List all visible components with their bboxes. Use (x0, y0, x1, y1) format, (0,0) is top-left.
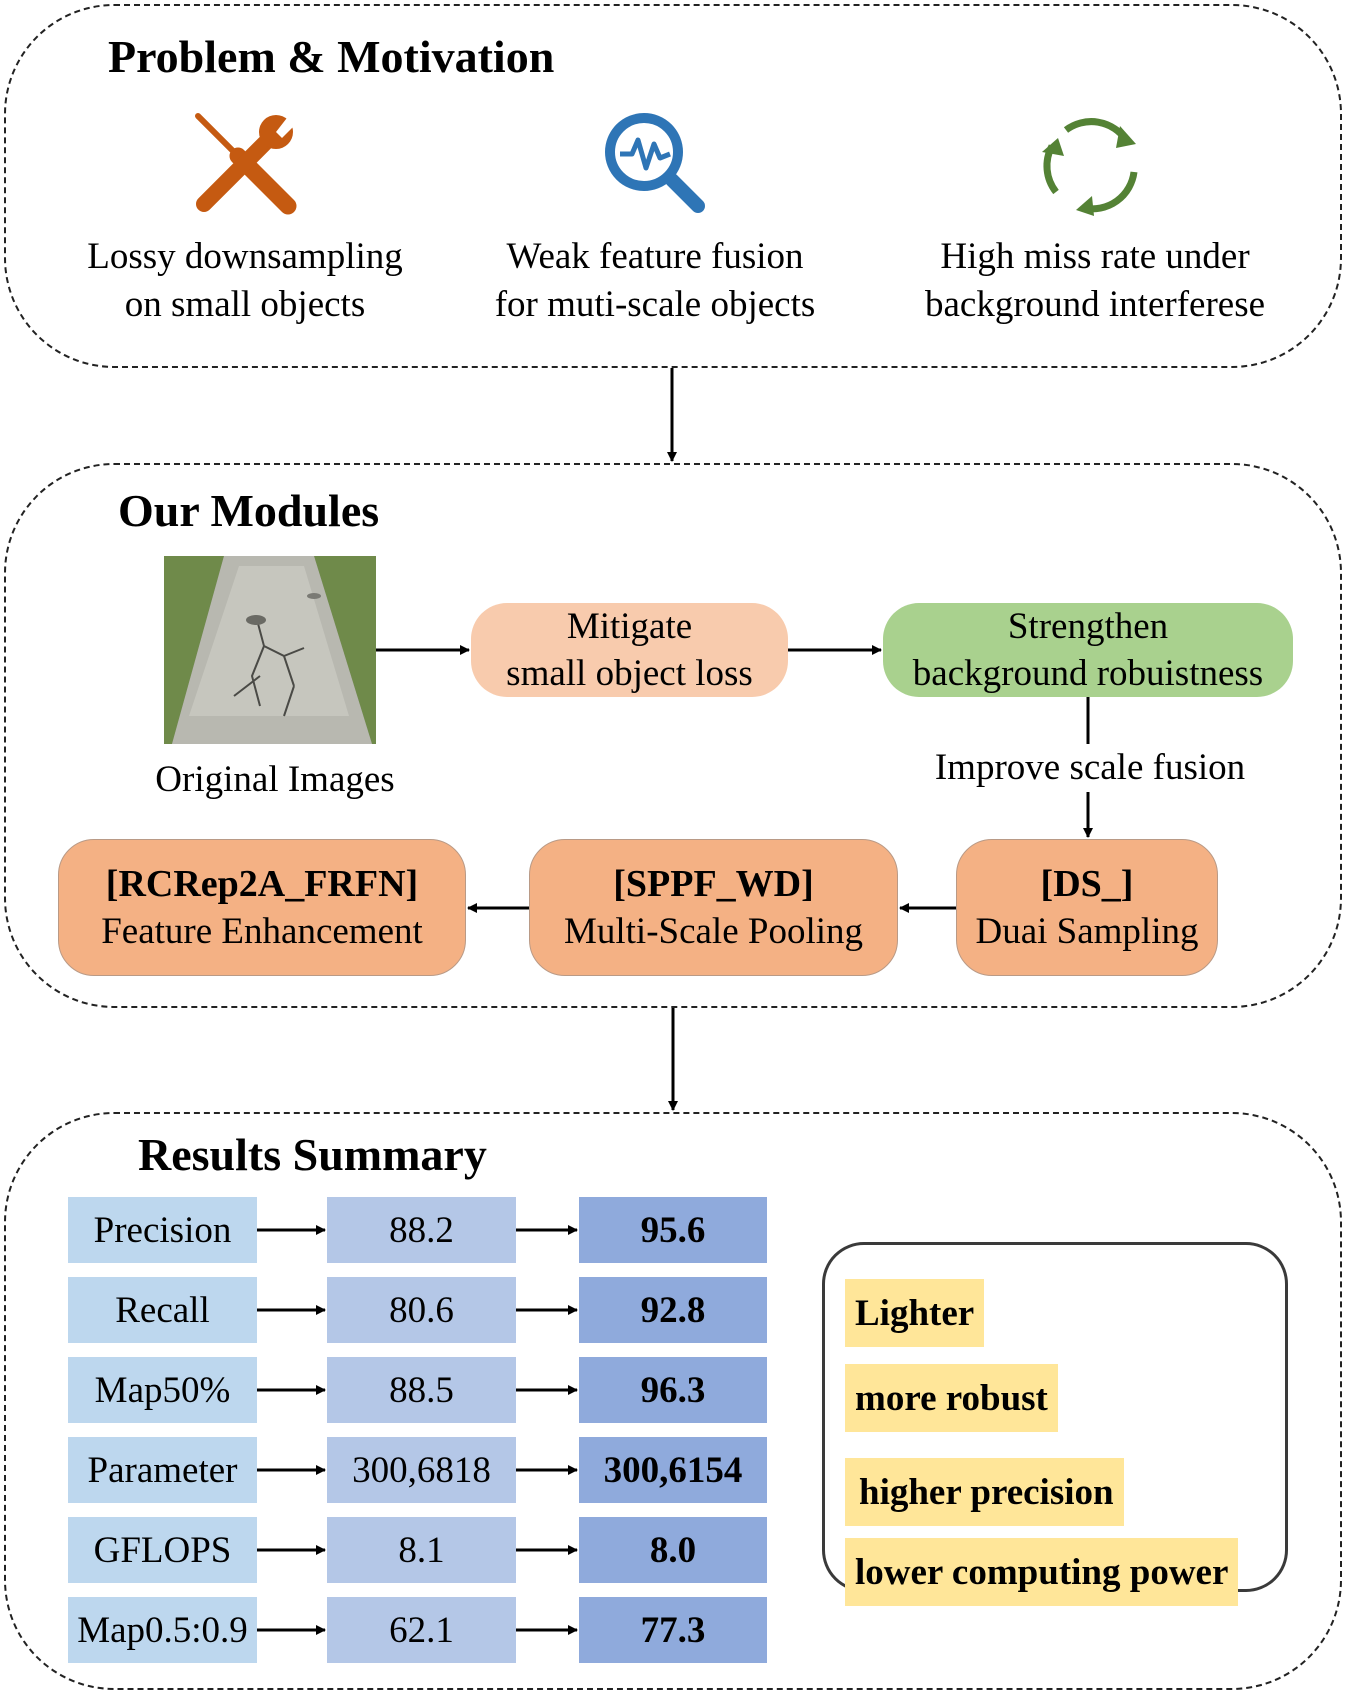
modules-panel (4, 463, 1342, 1008)
after-cell: 96.3 (579, 1357, 767, 1423)
highlight-tag: more robust (845, 1364, 1058, 1432)
goal-robustness-line-2: background robuistness (912, 653, 1264, 694)
before-cell: 300,6818 (327, 1437, 516, 1503)
before-cell: 88.5 (327, 1357, 516, 1423)
metric-cell: GFLOPS (68, 1517, 257, 1583)
after-cell: 95.6 (579, 1197, 767, 1263)
row-arrows (257, 1225, 578, 1635)
after-cell: 300,6154 (579, 1437, 767, 1503)
problem-item-2-line-2: for muti-scale objects (494, 284, 816, 325)
after-cell: 77.3 (579, 1597, 767, 1663)
module-sppf-desc: Multi-Scale Pooling (563, 910, 864, 952)
metric-cell: Recall (68, 1277, 257, 1343)
metric-cell: Map50% (68, 1357, 257, 1423)
goal-robustness-line-1: Strengthen (1007, 606, 1169, 647)
module-rcrep2a-desc: Feature Enhancement (101, 910, 423, 952)
metric-cell: Map0.5:0.9 (68, 1597, 257, 1663)
module-ds: [DS_] Duai Sampling (956, 839, 1218, 976)
problem-item-2-line-1: Weak feature fusion (506, 236, 804, 277)
problem-item-1-line-1: Lossy downsampling (87, 236, 403, 277)
problem-panel (4, 4, 1342, 368)
module-ds-tag: [DS_] (1040, 862, 1134, 905)
problem-item-1-line-2: on small objects (124, 284, 366, 325)
module-sppf-wd: [SPPF_WD] Multi-Scale Pooling (529, 839, 898, 976)
goal-mitigate-line-2: small object loss (506, 653, 753, 694)
before-cell: 8.1 (327, 1517, 516, 1583)
results-title: Results Summary (138, 1129, 487, 1180)
metric-cell: Precision (68, 1197, 257, 1263)
goal-scale-fusion: Improve scale fusion (910, 744, 1270, 792)
problem-item-3-line-2: background interferese (924, 284, 1266, 325)
tools-icon (195, 113, 298, 215)
module-ds-desc: Duai Sampling (975, 910, 1199, 952)
goal-mitigate-line-1: Mitigate (566, 606, 693, 647)
results-panel (4, 1112, 1342, 1690)
metric-cell: Parameter (68, 1437, 257, 1503)
road-crack-image (164, 556, 376, 744)
search-analytics-icon (605, 113, 705, 213)
problem-item-3: High miss rate under background interfer… (895, 233, 1295, 329)
modules-title: Our Modules (118, 485, 380, 536)
highlight-tag: higher precision (845, 1458, 1124, 1526)
recycle-arrows-icon (1042, 118, 1138, 216)
module-rcrep2a-frfn: [RCRep2A_FRFN] Feature Enhancement (58, 839, 466, 976)
problem-item-1: Lossy downsampling on small objects (60, 233, 430, 329)
problem-title: Problem & Motivation (108, 31, 555, 82)
before-cell: 62.1 (327, 1597, 516, 1663)
image-caption: Original Images (155, 759, 395, 800)
after-cell: 8.0 (579, 1517, 767, 1583)
module-sppf-tag: [SPPF_WD] (613, 862, 814, 905)
goal-mitigate-loss: Mitigate small object loss (471, 603, 788, 697)
before-cell: 88.2 (327, 1197, 516, 1263)
problem-item-3-line-1: High miss rate under (940, 236, 1250, 277)
after-cell: 92.8 (579, 1277, 767, 1343)
highlight-tag: lower computing power (845, 1538, 1239, 1606)
highlight-tag: Lighter (845, 1279, 985, 1347)
module-rcrep2a-tag: [RCRep2A_FRFN] (105, 862, 419, 905)
goal-background-robustness: Strengthen background robuistness (883, 603, 1293, 697)
before-cell: 80.6 (327, 1277, 516, 1343)
problem-item-2: Weak feature fusion for muti-scale objec… (470, 233, 840, 329)
